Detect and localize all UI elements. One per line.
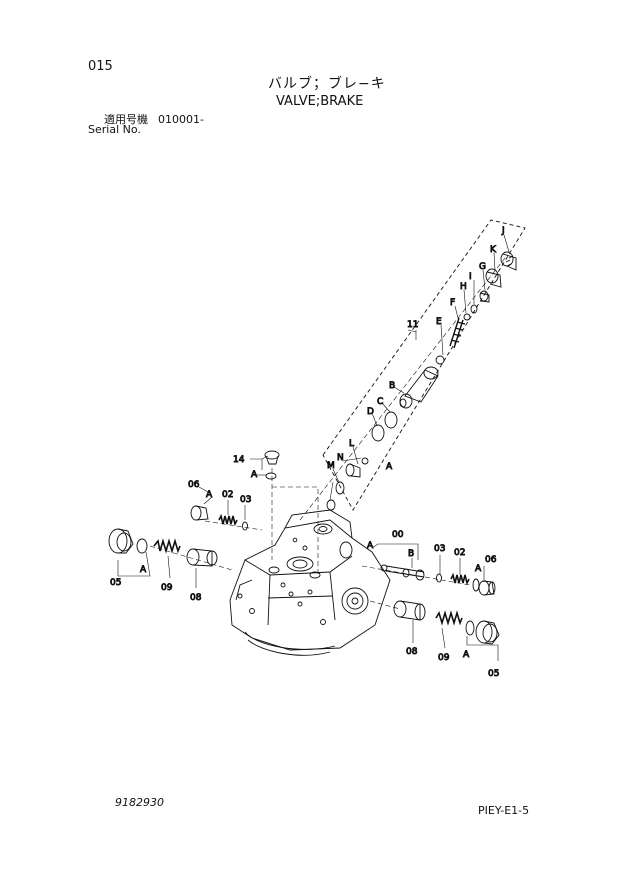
oring-a-right-lower [465, 620, 475, 636]
callout-00: 00 [392, 530, 404, 540]
serial-value: 010001- [158, 113, 204, 126]
part-l-poppet [345, 463, 361, 478]
spring-02-left [218, 513, 238, 527]
part-n-ball [361, 457, 369, 465]
callout-05-right: 05 [488, 669, 499, 679]
callout-08-left: 08 [190, 593, 202, 603]
callout-f: F [450, 298, 455, 308]
plug-05-left [108, 528, 134, 554]
valve-body [229, 509, 391, 656]
callout-02-left: 02 [222, 490, 233, 500]
part-b-sleeve [399, 366, 439, 409]
part-f-seat [435, 355, 445, 365]
callout-11: 11 [407, 320, 418, 330]
part-i-ring [470, 304, 478, 314]
spring-02-right [450, 572, 470, 586]
callout-06-right: 06 [485, 555, 497, 565]
oring-14-a [265, 472, 277, 480]
spool-08-right [393, 600, 426, 621]
plug-06-right [478, 580, 496, 596]
part-c-ring [384, 411, 398, 429]
callout-a-05-left: A [140, 565, 147, 575]
drawing-number: 9182930 [115, 796, 164, 809]
serial-label-japanese: 適用号機 [104, 113, 148, 126]
callout-a-14: A [251, 470, 258, 480]
callout-e: E [436, 317, 442, 327]
ring-03-right [436, 573, 442, 583]
callout-i: I [469, 272, 472, 282]
spring-09-right [435, 610, 463, 626]
callout-03-right: 03 [434, 544, 445, 554]
callout-a-06-right: A [475, 564, 482, 574]
callout-h: H [460, 282, 467, 292]
ring-03-left [242, 521, 248, 531]
callout-j: J [501, 226, 505, 236]
callout-09-right: 09 [438, 653, 450, 663]
spool-08-left [186, 548, 218, 567]
part-e-spring [449, 317, 466, 349]
callout-a-11: A [386, 462, 393, 472]
plug-05-right [475, 620, 500, 645]
callout-l: L [349, 439, 354, 449]
callout-09-left: 09 [161, 583, 173, 593]
callout-d: D [367, 407, 374, 417]
plug-14 [264, 450, 280, 465]
callout-b-00: B [408, 549, 414, 559]
callout-14: 14 [233, 455, 245, 465]
page-number: 015 [88, 59, 113, 74]
callout-m: M [327, 461, 335, 471]
title-japanese: バルブ；ブレ−キ [268, 76, 386, 92]
part-h-oring [463, 313, 471, 321]
callout-a-00: A [367, 541, 374, 551]
oring-a-left [136, 538, 148, 554]
callout-02-right: 02 [454, 548, 465, 558]
title-english: VALVE;BRAKE [276, 94, 364, 109]
spring-09-left [153, 538, 181, 554]
part-g-plug [479, 290, 490, 303]
callout-k: K [490, 245, 497, 255]
callout-08-right: 08 [406, 647, 418, 657]
callout-n: N [337, 453, 344, 463]
serial-label-english: Serial No. [88, 123, 141, 136]
part-m-oring [335, 481, 345, 495]
callout-06-left: 06 [188, 480, 200, 490]
callout-b-11: B [389, 381, 395, 391]
plug-06-left [190, 505, 209, 521]
callout-c: C [377, 397, 383, 407]
leader-lines [117, 234, 510, 661]
callout-03-left: 03 [240, 495, 251, 505]
oring-a-right [472, 578, 480, 592]
part-k-nut [485, 268, 502, 288]
part-d-ring [371, 424, 385, 442]
centre-lines [149, 257, 506, 610]
part-a-oring-lower [326, 499, 336, 511]
callout-05-left: 05 [110, 578, 121, 588]
callout-a-05-right: A [463, 650, 470, 660]
callout-a-06-left: A [206, 490, 213, 500]
page-code: PIEY-E1-5 [478, 804, 530, 817]
callout-g: G [479, 262, 486, 272]
part-j-cap [500, 251, 517, 271]
